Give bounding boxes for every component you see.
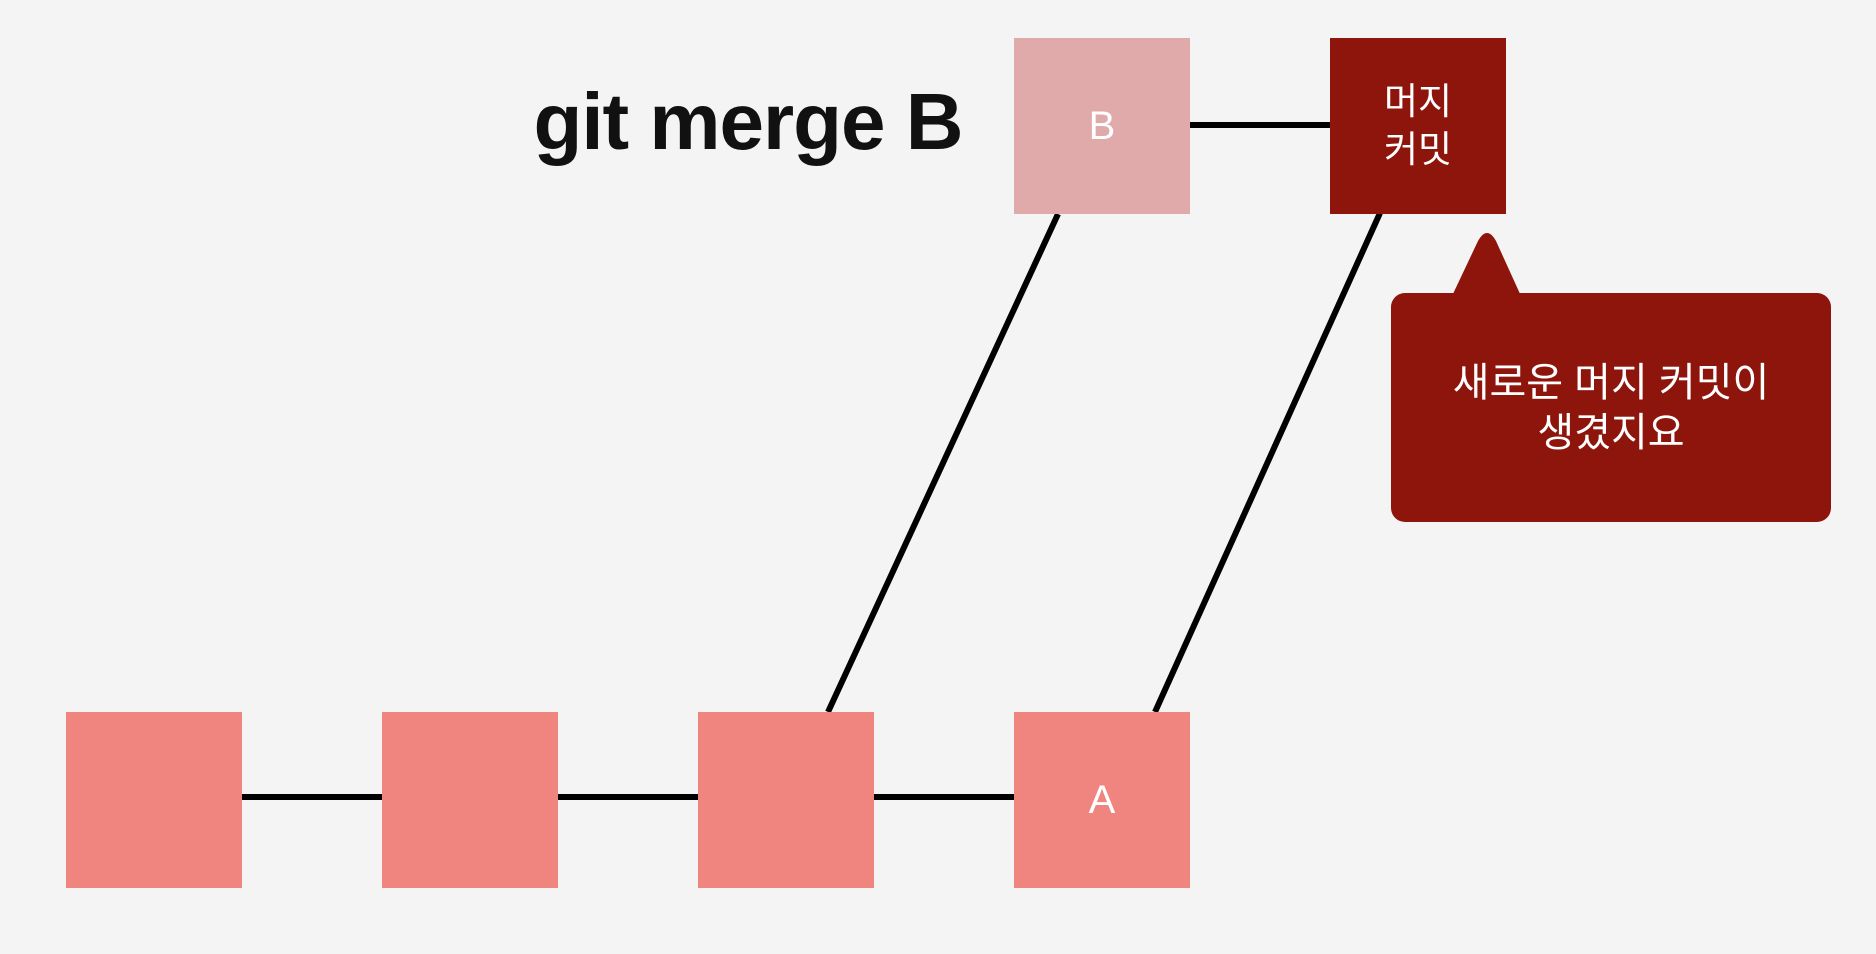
callout-text: 새로운 머지 커밋이 생겼지요 <box>1452 360 1770 455</box>
commit-node-2 <box>382 712 558 888</box>
commit-node-a-label: A <box>1088 778 1116 822</box>
commit-node-1 <box>66 712 242 888</box>
callout-bubble: 새로운 머지 커밋이 생겼지요 <box>1391 293 1831 522</box>
merge-commit-label: 머지 커밋 <box>1383 80 1453 170</box>
edge-commit3-branchB <box>825 212 1061 714</box>
branch-commit-b-label: B <box>1088 104 1116 148</box>
diagram-title: git merge B <box>533 77 963 166</box>
commit-node-a: A <box>1014 712 1190 888</box>
merge-commit-node: 머지 커밋 <box>1330 38 1506 214</box>
callout-tail <box>1452 233 1521 296</box>
branch-commit-node-b: B <box>1014 38 1190 214</box>
edge-commitA-merge <box>1152 211 1383 714</box>
commit-node-3 <box>698 712 874 888</box>
